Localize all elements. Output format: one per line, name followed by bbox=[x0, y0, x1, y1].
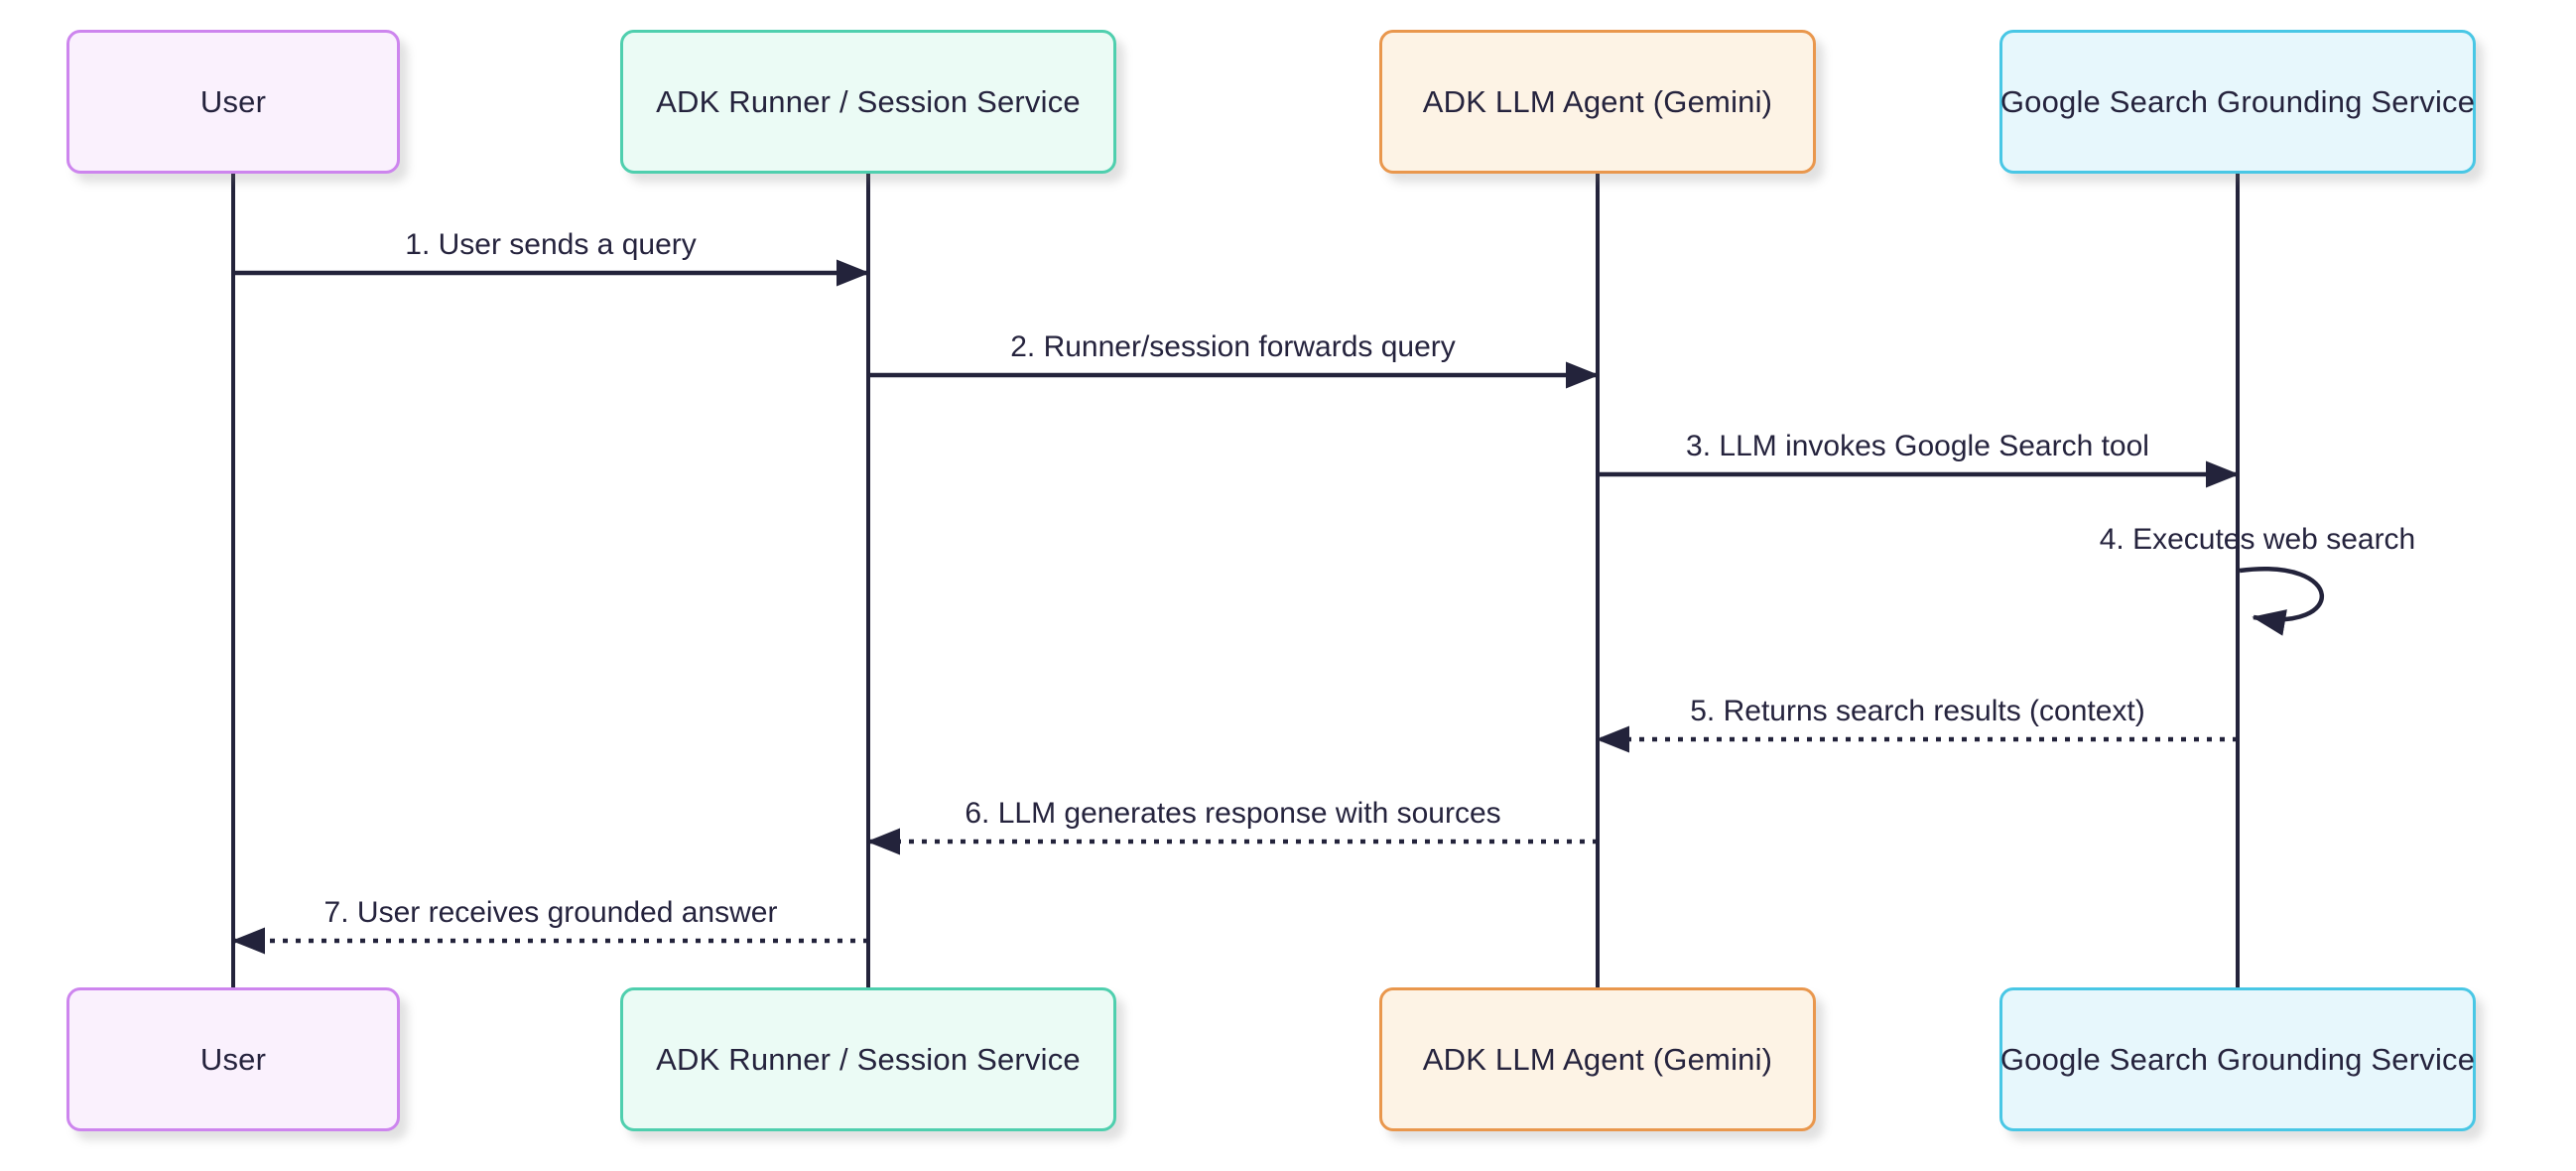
message-3-label: 3. LLM invokes Google Search tool bbox=[1686, 430, 2149, 462]
lifeline-llm bbox=[1596, 170, 1600, 991]
message-4-self-loop-arrow bbox=[2239, 567, 2325, 636]
message-2-label: 2. Runner/session forwards query bbox=[1010, 330, 1456, 363]
actor-bottom-box-google: Google Search Grounding Service bbox=[1999, 987, 2476, 1131]
lifeline-runner bbox=[866, 170, 870, 991]
actor-label: User bbox=[199, 1041, 267, 1077]
message-5-label: 5. Returns search results (context) bbox=[1690, 695, 2145, 727]
message-4-label: 4. Executes web search bbox=[2099, 523, 2416, 556]
actor-bottom-box-user: User bbox=[66, 987, 400, 1131]
actor-label: ADK LLM Agent (Gemini) bbox=[1422, 83, 1773, 119]
actor-label: Google Search Grounding Service bbox=[1999, 1041, 2476, 1077]
actor-label: Google Search Grounding Service bbox=[1999, 83, 2476, 119]
actor-top-box-user: User bbox=[66, 30, 400, 174]
lifeline-user bbox=[231, 170, 235, 991]
actor-bottom-box-runner: ADK Runner / Session Service bbox=[620, 987, 1116, 1131]
actor-top-box-google: Google Search Grounding Service bbox=[1999, 30, 2476, 174]
actor-label: ADK Runner / Session Service bbox=[656, 1041, 1081, 1077]
actor-label: ADK Runner / Session Service bbox=[656, 83, 1081, 119]
actor-label: ADK LLM Agent (Gemini) bbox=[1422, 1041, 1773, 1077]
message-1-label: 1. User sends a query bbox=[405, 228, 697, 261]
message-6-label: 6. LLM generates response with sources bbox=[965, 797, 1501, 830]
actor-bottom-box-llm: ADK LLM Agent (Gemini) bbox=[1379, 987, 1816, 1131]
actor-top-box-runner: ADK Runner / Session Service bbox=[620, 30, 1116, 174]
actor-label: User bbox=[199, 83, 267, 119]
message-7-label: 7. User receives grounded answer bbox=[323, 896, 778, 929]
actor-top-box-llm: ADK LLM Agent (Gemini) bbox=[1379, 30, 1816, 174]
lifeline-google bbox=[2236, 170, 2240, 991]
